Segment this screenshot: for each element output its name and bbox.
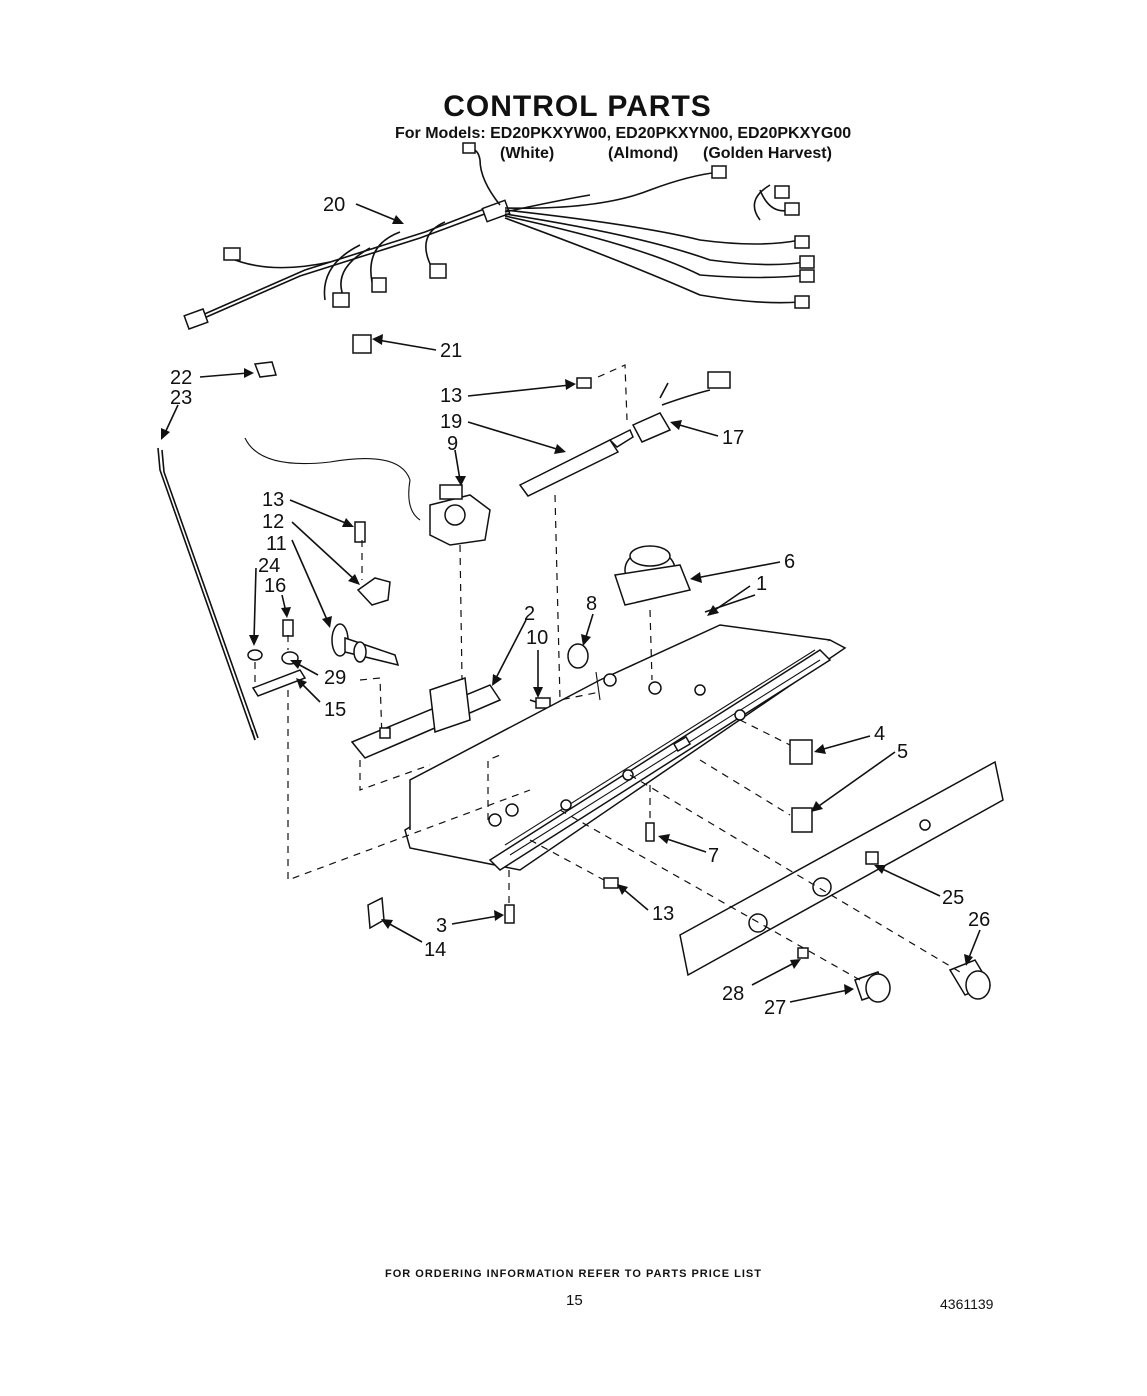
- washer-24-part: [247, 649, 263, 661]
- screw-13-bottom-part: [603, 877, 619, 889]
- callout-10: 10: [526, 627, 548, 649]
- damper-control-part: [244, 437, 491, 546]
- knob-26-part: [948, 959, 992, 1000]
- callout-13-left: 13: [262, 489, 284, 511]
- callout-6: 6: [784, 551, 795, 573]
- control-rod-part: [157, 447, 259, 741]
- color-almond-label: (Almond): [608, 145, 679, 162]
- callout-1: 1: [756, 573, 767, 595]
- callout-17: 17: [722, 427, 744, 449]
- callout-16: 16: [264, 575, 286, 597]
- callout-27: 27: [764, 997, 786, 1019]
- callout-4: 4: [874, 723, 885, 745]
- color-golden-harvest-label: (Golden Harvest): [703, 145, 832, 162]
- models-line: For Models: ED20PKXYW00, ED20PKXYN00, ED…: [395, 125, 852, 142]
- callout-11: 11: [266, 533, 287, 555]
- clip-14-part: [367, 896, 385, 930]
- callout-19: 19: [440, 411, 462, 433]
- knob-27-part: [854, 971, 891, 1003]
- defrost-timer-part: [614, 545, 692, 606]
- control-housing-part: [404, 624, 847, 871]
- indicator-28-part: [797, 947, 809, 959]
- callout-12: 12: [262, 511, 284, 533]
- page-title: CONTROL PARTS: [443, 90, 712, 123]
- callout-22: 22: [170, 367, 192, 389]
- callout-7: 7: [708, 845, 719, 867]
- callout-28: 28: [722, 983, 744, 1005]
- callout-15: 15: [324, 699, 346, 721]
- control-panel-part: [679, 760, 1004, 977]
- callout-26: 26: [968, 909, 990, 931]
- lever-15-part: [251, 651, 307, 697]
- wiring-harness-part: [183, 142, 815, 330]
- shaft-11-part: [331, 623, 400, 667]
- screw-7-part: [645, 822, 655, 842]
- callout-24: 24: [258, 555, 280, 577]
- callout-14: 14: [424, 939, 446, 961]
- callout-13-bottom: 13: [652, 903, 674, 925]
- callout-29: 29: [324, 667, 346, 689]
- clip-22-part: [253, 361, 277, 378]
- document-number: 4361139: [940, 1296, 994, 1312]
- callout-25: 25: [942, 887, 964, 909]
- screw-13-left-part: [354, 521, 366, 543]
- page-number: 15: [566, 1292, 583, 1309]
- sensor-probe-part: [518, 371, 731, 497]
- screw-3-part: [504, 904, 515, 924]
- callout-13-top: 13: [440, 385, 462, 407]
- callout-3: 3: [436, 915, 447, 937]
- callout-9: 9: [447, 433, 458, 455]
- callout-arrows: [161, 203, 981, 1003]
- switch-5-part: [791, 807, 813, 833]
- control-bracket-part: [350, 676, 502, 759]
- callout-5: 5: [897, 741, 908, 763]
- callout-2: 2: [524, 603, 535, 625]
- callout-21: 21: [440, 340, 462, 362]
- switch-4-part: [789, 739, 813, 765]
- callout-20: 20: [323, 194, 345, 216]
- screw-16-part: [282, 619, 294, 637]
- callout-8: 8: [586, 593, 597, 615]
- ordering-note: FOR ORDERING INFORMATION REFER TO PARTS …: [385, 1268, 762, 1280]
- color-white-label: (White): [500, 145, 555, 162]
- screw-13-top-part: [576, 377, 592, 389]
- clip-21-part: [352, 334, 372, 354]
- grommet-8-part: [567, 643, 589, 669]
- bracket-12-part: [356, 577, 391, 606]
- callout-23: 23: [170, 387, 192, 409]
